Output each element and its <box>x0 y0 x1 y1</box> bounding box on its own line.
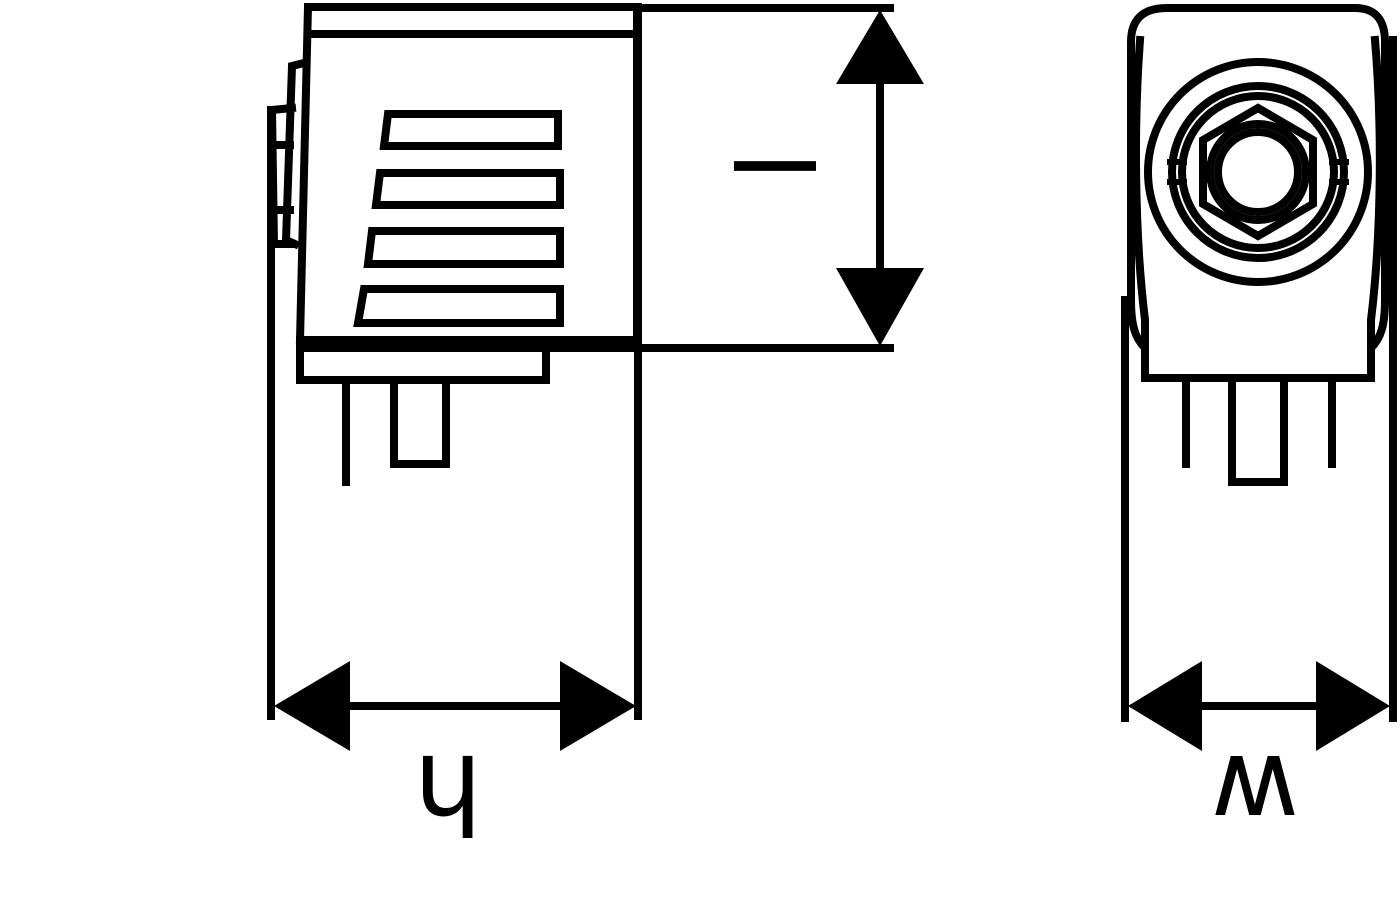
front-outer-ring <box>1144 58 1372 286</box>
dimension-w-arrow-left <box>1128 661 1202 751</box>
side-pin-center <box>390 376 450 468</box>
dimension-h-arrow-right <box>560 661 636 751</box>
side-slot-1 <box>379 110 562 150</box>
side-clamp-outline <box>281 59 305 250</box>
front-ridge-right <box>1367 35 1384 352</box>
front-body-outline <box>1127 3 1389 382</box>
front-bore-outer <box>1206 120 1310 224</box>
dimension-l <box>836 10 924 346</box>
front-view-connector <box>1127 3 1389 486</box>
dimension-h <box>274 661 636 751</box>
dimension-w <box>1128 661 1390 751</box>
side-slot-3 <box>363 227 564 268</box>
dimension-l-arrow-top <box>836 10 924 84</box>
side-base-plate <box>296 336 641 384</box>
dimension-w-label: w <box>1210 730 1300 855</box>
front-inner-ring <box>1178 92 1338 252</box>
side-slot-2 <box>371 169 564 209</box>
side-slot-4 <box>353 285 564 327</box>
dimension-h-arrow-left <box>274 661 350 751</box>
front-bore-inner <box>1214 128 1302 216</box>
dimension-h-label: h <box>413 730 483 855</box>
dimension-l-label: l <box>708 150 833 181</box>
dimension-w-arrow-right <box>1316 661 1390 751</box>
side-view-connector <box>267 2 641 486</box>
front-middle-ring <box>1168 82 1348 262</box>
front-hex-nut <box>1199 103 1317 241</box>
front-ridge-left <box>1131 35 1149 352</box>
dimension-l-arrow-bottom <box>836 268 924 346</box>
front-pin-center <box>1228 374 1288 486</box>
